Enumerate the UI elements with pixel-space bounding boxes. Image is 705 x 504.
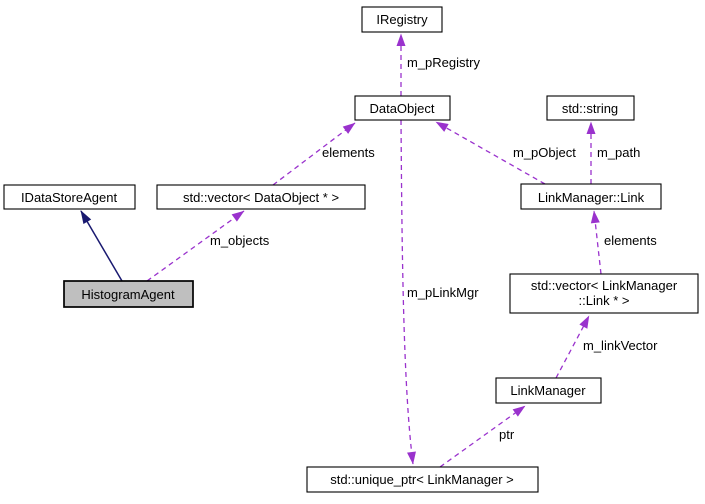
unique-ptr-label: std::unique_ptr< LinkManager > [330, 472, 514, 487]
idatastoreagent-label: IDataStoreAgent [21, 190, 118, 205]
edge-label-m-pregistry: m_pRegistry [407, 55, 480, 70]
edge-m-linkvector [555, 315, 590, 379]
edge-label-elements-dataobject: elements [322, 145, 375, 160]
histogramagent-label: HistogramAgent [81, 287, 175, 302]
vector-link-box [509, 273, 699, 314]
node-unique-ptr[interactable]: std::unique_ptr< LinkManager > [306, 466, 539, 493]
edge-m-pobject [435, 121, 546, 185]
node-linkmanager[interactable]: LinkManager [495, 377, 602, 404]
unique-ptr-box [306, 466, 539, 493]
vector-link-label-line1: std::vector< LinkManager [531, 278, 678, 293]
node-histogramagent[interactable]: HistogramAgent [63, 280, 194, 308]
node-iregistry[interactable]: IRegistry [361, 6, 443, 33]
vector-dataobject-box [156, 184, 366, 210]
linkmanager-link-box [520, 183, 662, 210]
iregistry-label: IRegistry [376, 12, 428, 27]
edge-label-elements-link: elements [604, 233, 657, 248]
edge-m-plinkmgr [400, 119, 416, 465]
edge-label-m-path: m_path [597, 145, 640, 160]
edge-inheritance-histogramagent-idatastoreagent [80, 210, 123, 282]
node-vector-dataobject[interactable]: std::vector< DataObject * > [156, 184, 366, 210]
node-linkmanager-link[interactable]: LinkManager::Link [520, 183, 662, 210]
linkmanager-box [495, 377, 602, 404]
vector-link-label-line2: ::Link * > [579, 293, 630, 308]
vector-dataobject-label: std::vector< DataObject * > [183, 190, 339, 205]
edge-label-m-objects: m_objects [210, 233, 270, 248]
node-dataobject[interactable]: DataObject [354, 95, 451, 121]
edges [80, 33, 602, 468]
dataobject-label: DataObject [369, 101, 434, 116]
iregistry-box [361, 6, 443, 33]
node-vector-link[interactable]: std::vector< LinkManager ::Link * > [509, 273, 699, 314]
edge-elements-dataobject [272, 122, 356, 186]
histogramagent-box [63, 280, 194, 308]
edge-m-objects [146, 210, 245, 282]
edge-label-ptr: ptr [499, 427, 515, 442]
node-std-string[interactable]: std::string [546, 95, 635, 121]
edge-label-m-plinkmgr: m_pLinkMgr [407, 285, 479, 300]
edge-labels: m_pRegistry elements m_pObject m_path m_… [210, 55, 658, 442]
linkmanager-label: LinkManager [510, 383, 586, 398]
linkmanager-link-label: LinkManager::Link [538, 190, 645, 205]
edge-label-m-linkvector: m_linkVector [583, 338, 658, 353]
idatastoreagent-box [3, 184, 136, 210]
std-string-box [546, 95, 635, 121]
std-string-label: std::string [562, 101, 618, 116]
node-idatastoreagent[interactable]: IDataStoreAgent [3, 184, 136, 210]
dataobject-box [354, 95, 451, 121]
edge-label-m-pobject: m_pObject [513, 145, 576, 160]
edge-elements-link [590, 210, 602, 275]
